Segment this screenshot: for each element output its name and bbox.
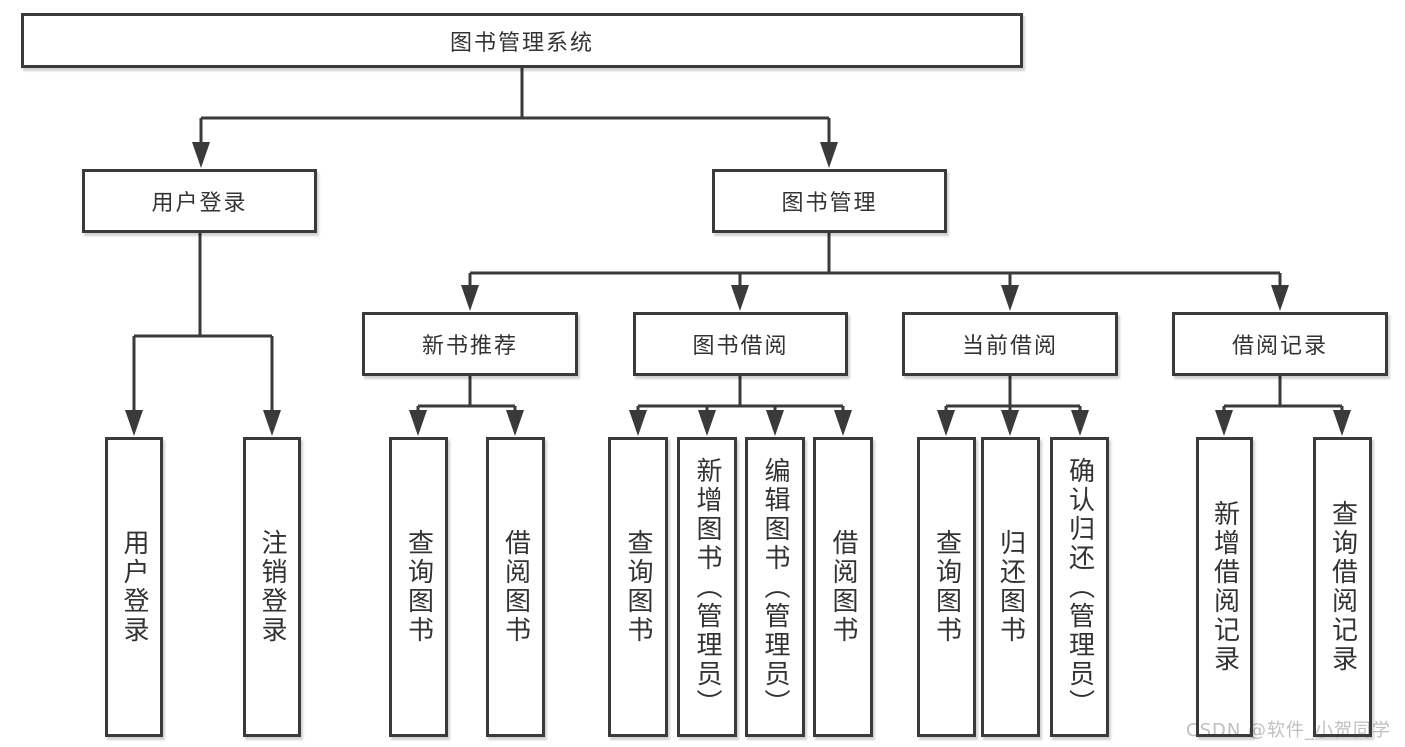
leaf-query-borrow-record: 查询借阅记录: [1313, 437, 1372, 737]
node-label: 用户登录: [151, 191, 248, 216]
leaf-label: 查询图书: [403, 529, 434, 645]
arrowhead: [820, 142, 838, 168]
leaf-label: 归还图书: [995, 529, 1026, 645]
arrowhead: [698, 410, 716, 436]
node-current-borrowing: 当前借阅: [902, 312, 1118, 376]
arrowhead: [1001, 285, 1019, 311]
node-book-borrowing: 图书借阅: [633, 312, 848, 376]
leaf-label: 查询借阅记录: [1327, 500, 1358, 674]
node-new-book-recommend: 新书推荐: [362, 312, 578, 376]
arrowhead: [1333, 410, 1351, 436]
node-user-login-branch: 用户登录: [82, 169, 317, 233]
arrowhead: [937, 410, 955, 436]
arrowhead: [1215, 410, 1233, 436]
leaf-edit-book-admin: 编辑图书（管理员）: [745, 437, 805, 737]
arrowhead: [506, 410, 524, 436]
leaf-add-book-admin: 新增图书（管理员）: [677, 437, 737, 737]
node-label: 图书管理: [781, 191, 878, 216]
leaf-label: 确认归还（管理员）: [1064, 456, 1095, 718]
leaf-label: 借阅图书: [500, 529, 531, 645]
leaf-return-book: 归还图书: [981, 437, 1040, 737]
leaf-user-login: 用户登录: [105, 437, 163, 737]
arrowhead: [766, 410, 784, 436]
leaf-label: 新增图书（管理员）: [692, 456, 722, 718]
node-book-management: 图书管理: [712, 169, 947, 233]
leaf-label: 编辑图书（管理员）: [760, 456, 790, 718]
arrowhead: [1071, 410, 1089, 436]
arrowhead: [125, 410, 143, 436]
leaf-query-books-borrow: 查询图书: [608, 437, 668, 737]
arrowhead: [629, 410, 647, 436]
node-label: 借阅记录: [1231, 334, 1328, 359]
arrowhead: [1271, 285, 1289, 311]
leaf-borrow-books-recommend: 借阅图书: [486, 437, 545, 737]
arrowhead: [409, 410, 427, 436]
node-label: 图书借阅: [692, 334, 789, 359]
arrowhead: [192, 142, 210, 168]
leaf-label: 查询图书: [623, 529, 653, 645]
leaf-query-books-recommend: 查询图书: [389, 437, 448, 737]
node-root: 图书管理系统: [21, 13, 1023, 68]
leaf-query-books-current: 查询图书: [917, 437, 976, 737]
node-label: 当前借阅: [961, 334, 1058, 359]
leaf-add-borrow-record: 新增借阅记录: [1196, 437, 1253, 737]
arrowhead: [461, 285, 479, 311]
leaf-label: 注销登录: [257, 529, 287, 645]
arrowhead: [834, 410, 852, 436]
arrowhead: [1001, 410, 1019, 436]
leaf-borrow-books: 借阅图书: [813, 437, 873, 737]
node-root-label: 图书管理系统: [449, 30, 594, 56]
arrowhead: [731, 285, 749, 311]
arrowhead: [263, 410, 281, 436]
leaf-label: 查询图书: [931, 529, 962, 645]
node-label: 新书推荐: [421, 334, 518, 359]
leaf-label: 用户登录: [119, 529, 149, 645]
leaf-confirm-return-admin: 确认归还（管理员）: [1050, 437, 1109, 737]
leaf-logout: 注销登录: [243, 437, 301, 737]
node-borrowing-records: 借阅记录: [1172, 312, 1388, 376]
leaf-label: 借阅图书: [828, 529, 858, 645]
leaf-label: 新增借阅记录: [1209, 500, 1240, 674]
